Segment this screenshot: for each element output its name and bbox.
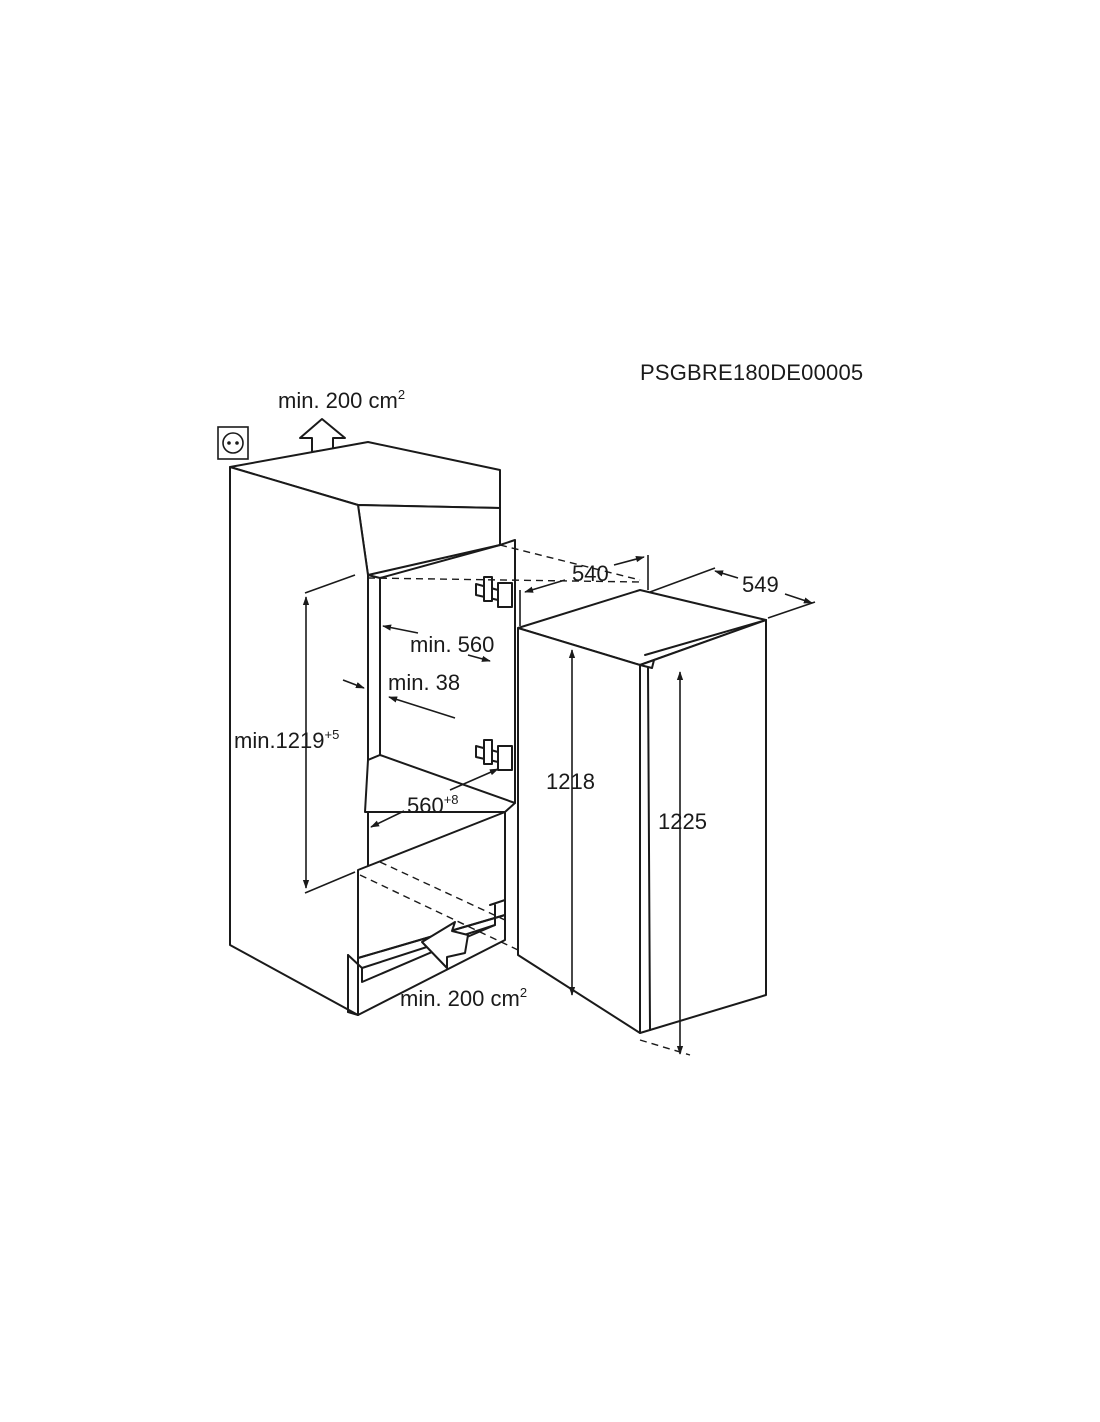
- niche-height-dimension: [302, 574, 356, 894]
- niche-width-label: 560+8: [407, 792, 459, 818]
- projection-lines: [359, 544, 691, 1056]
- appliance-body: [517, 589, 767, 1034]
- hinge-icon-upper: [475, 576, 513, 608]
- appliance-depth-label: 549: [742, 572, 779, 597]
- niche-height-label: min.1219+5: [234, 727, 339, 753]
- niche-width-dimension: [370, 768, 499, 828]
- airflow-in-arrow-icon: [421, 921, 469, 969]
- panel-thickness-dimension: [342, 679, 456, 719]
- appliance-depth-dimension: [649, 567, 816, 619]
- appliance-width-dimension: [519, 555, 649, 626]
- panel-thickness-label: min. 38: [388, 670, 460, 695]
- hinge-icon-lower: [475, 739, 513, 771]
- cabinet-niche: [229, 441, 516, 1016]
- airflow-up-arrow-icon: [299, 418, 346, 453]
- appliance-total-height-label: 1225: [658, 809, 707, 834]
- vent-top-label: min. 200 cm2: [278, 387, 405, 413]
- power-socket-icon: [217, 426, 249, 460]
- vent-bottom-label: min. 200 cm2: [400, 985, 527, 1011]
- appliance-width-label: 540: [572, 561, 609, 586]
- appliance-body-height-label: 1218: [546, 769, 595, 794]
- drawing-code: PSGBRE180DE00005: [640, 360, 863, 385]
- niche-depth-dimension: [382, 624, 491, 662]
- niche-depth-label: min. 560: [410, 632, 494, 657]
